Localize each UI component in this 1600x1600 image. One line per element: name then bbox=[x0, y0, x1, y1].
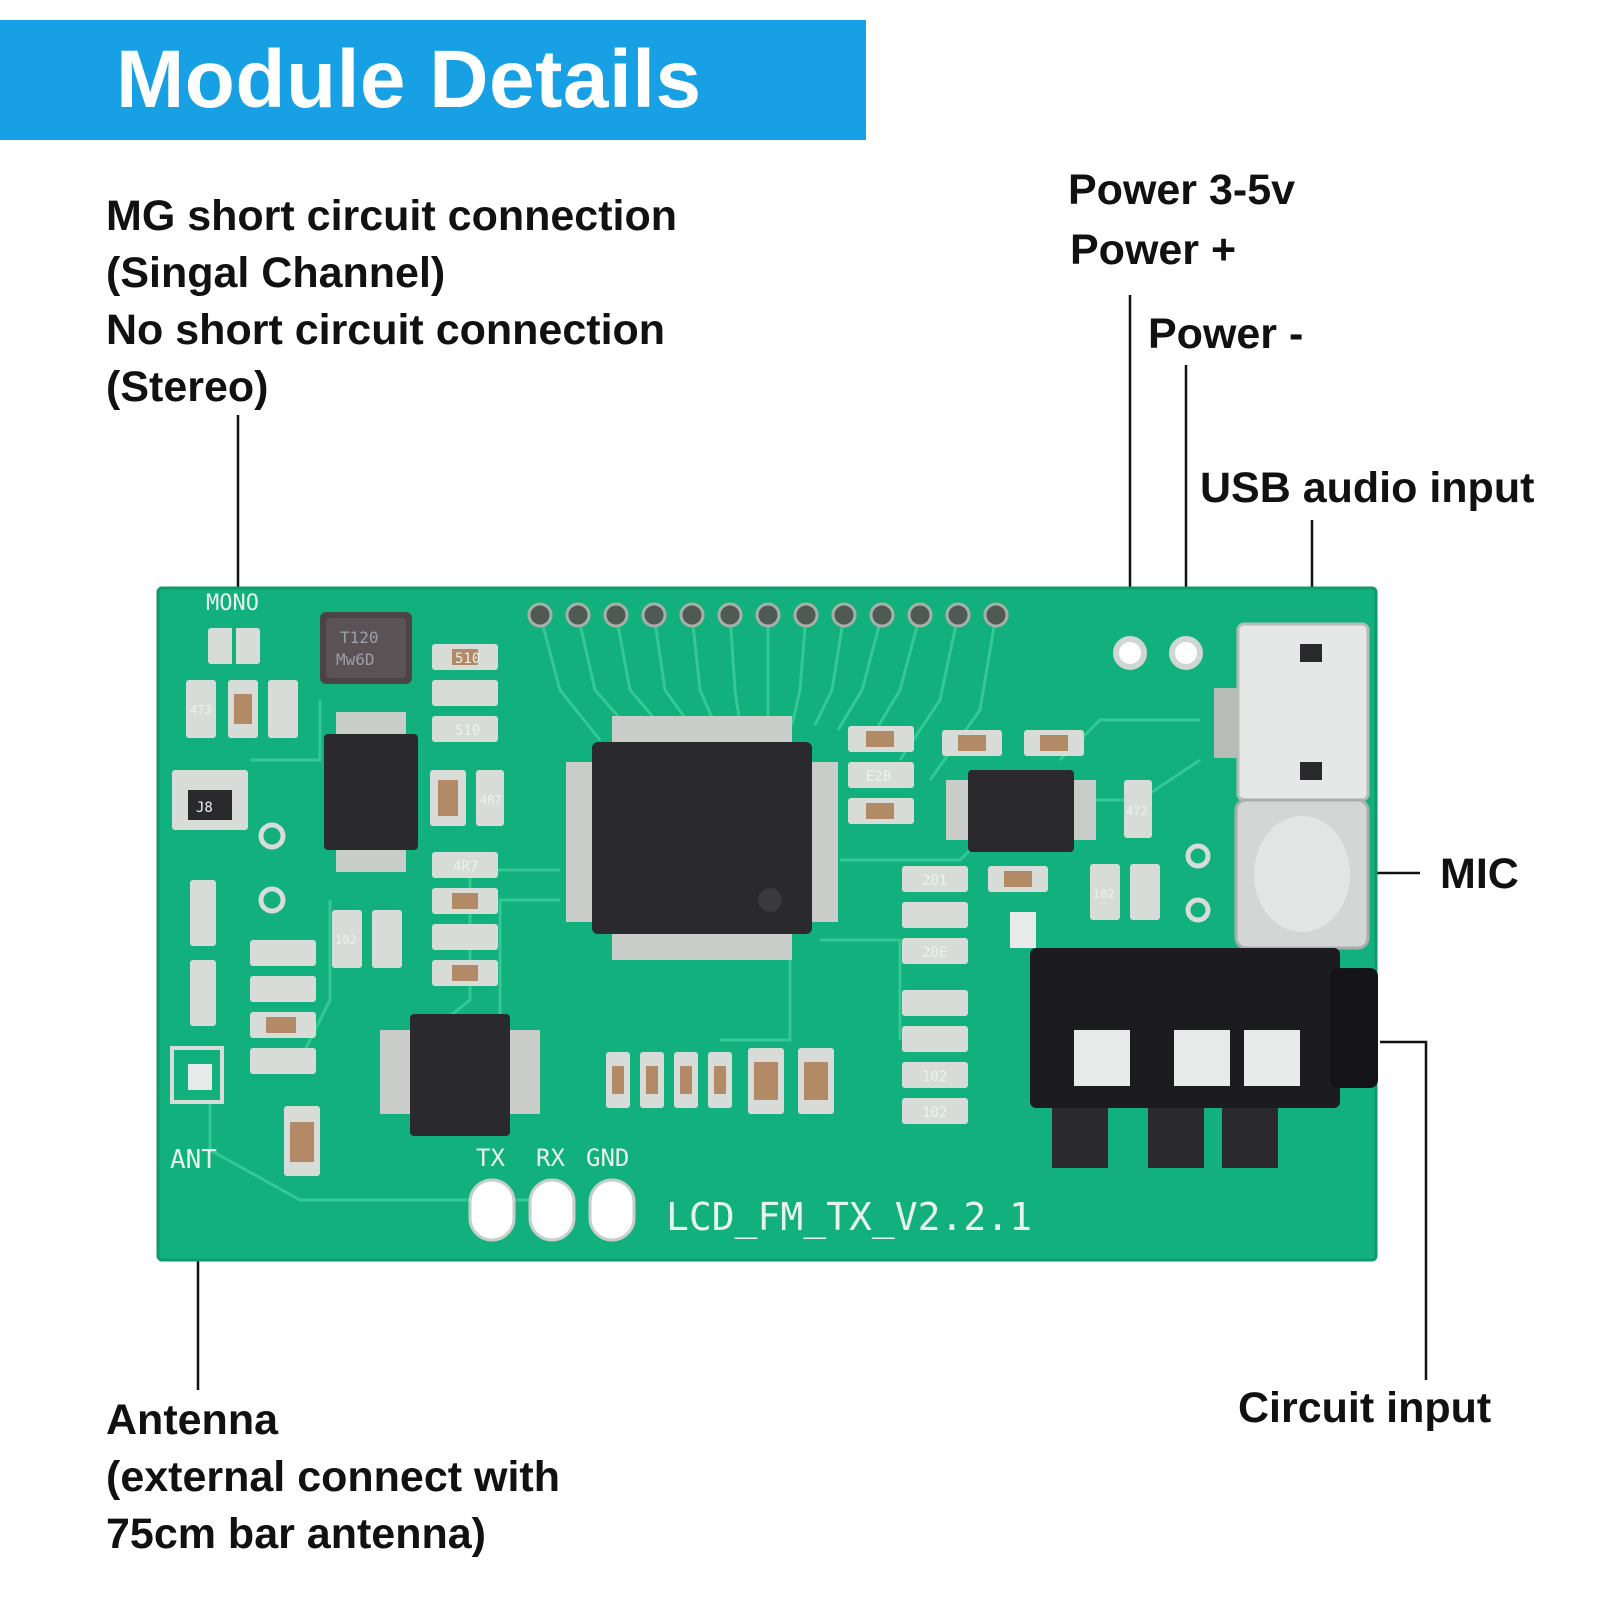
silk-tx: TX bbox=[476, 1144, 505, 1172]
resistor-code: 102 bbox=[922, 1105, 947, 1121]
mono-jumper bbox=[208, 628, 260, 664]
resistor-markings: 510 510 4R7 4R7 E2B 472 102 102 201 20E … bbox=[190, 651, 1148, 1121]
antenna-line1: Antenna bbox=[106, 1396, 278, 1444]
audio-jack bbox=[1010, 912, 1378, 1168]
silk-gnd: GND bbox=[586, 1144, 629, 1172]
resistor-code: 201 bbox=[922, 873, 947, 889]
mounting-holes bbox=[258, 822, 1211, 923]
power-plus-pad bbox=[1113, 636, 1147, 670]
leader-line-circuit-input bbox=[1380, 1040, 1428, 1380]
resistor-code: 4R7 bbox=[480, 793, 502, 807]
mic-capsule bbox=[1234, 798, 1370, 950]
resistor-code: 102 bbox=[1093, 887, 1115, 901]
antenna-pad bbox=[170, 1046, 224, 1104]
mono-select-line3: No short circuit connection bbox=[106, 306, 666, 354]
ic-chip-left bbox=[324, 712, 418, 872]
resistor-code: 510 bbox=[455, 723, 480, 739]
silk-rx: RX bbox=[536, 1144, 565, 1172]
mono-select-line2: (Singal Channel) bbox=[106, 249, 446, 297]
silk-version: LCD_FM_TX_V2.2.1 bbox=[666, 1195, 1032, 1240]
circuit-input-label: Circuit input bbox=[1238, 1384, 1492, 1432]
ic-chip-bottom bbox=[380, 1014, 540, 1136]
uart-pads bbox=[468, 1178, 636, 1242]
mono-select-label: MG short circuit connection (Singal Chan… bbox=[106, 188, 677, 416]
resistor-code: 102 bbox=[335, 933, 357, 947]
title-banner: Module Details bbox=[0, 20, 866, 140]
resistor-code: 102 bbox=[922, 1069, 947, 1085]
inductor-marking-1: T120 bbox=[340, 628, 379, 647]
power-minus-label: Power - bbox=[1148, 310, 1304, 358]
power-plus-label: Power + bbox=[1070, 226, 1237, 274]
main-ic-chip bbox=[566, 716, 838, 960]
resistor-code: 472 bbox=[1126, 804, 1148, 818]
power-minus-pad bbox=[1169, 636, 1203, 670]
silk-mono: MONO bbox=[206, 591, 259, 616]
resistor-code: 4R7 bbox=[453, 859, 478, 875]
inductor bbox=[320, 612, 412, 684]
resistor-code: E2B bbox=[866, 769, 891, 785]
antenna-line2: (external connect with bbox=[106, 1453, 560, 1501]
page-title: Module Details bbox=[116, 34, 702, 125]
pcb-traces bbox=[208, 614, 1201, 1202]
power-range-label: Power 3-5v bbox=[1068, 166, 1296, 214]
antenna-label: Antenna (external connect with 75cm bar … bbox=[106, 1392, 560, 1563]
mono-select-line4: (Stereo) bbox=[106, 363, 269, 411]
ic-chip-right bbox=[946, 770, 1096, 852]
resistor-code: J8 bbox=[196, 800, 213, 816]
silk-ant: ANT bbox=[170, 1145, 217, 1175]
mono-select-line1: MG short circuit connection bbox=[106, 192, 677, 240]
antenna-line3: 75cm bar antenna) bbox=[106, 1510, 486, 1558]
resistor-code: 510 bbox=[455, 651, 480, 667]
resistor-code: 20E bbox=[922, 945, 947, 961]
smd-components bbox=[172, 644, 1160, 1176]
resistor-code: 473 bbox=[190, 703, 212, 717]
usb-connector bbox=[1214, 622, 1370, 802]
mic-label: MIC bbox=[1440, 850, 1519, 898]
header-pins bbox=[527, 602, 1009, 628]
inductor-marking-2: Mw6D bbox=[336, 650, 375, 669]
usb-audio-label: USB audio input bbox=[1200, 464, 1535, 512]
